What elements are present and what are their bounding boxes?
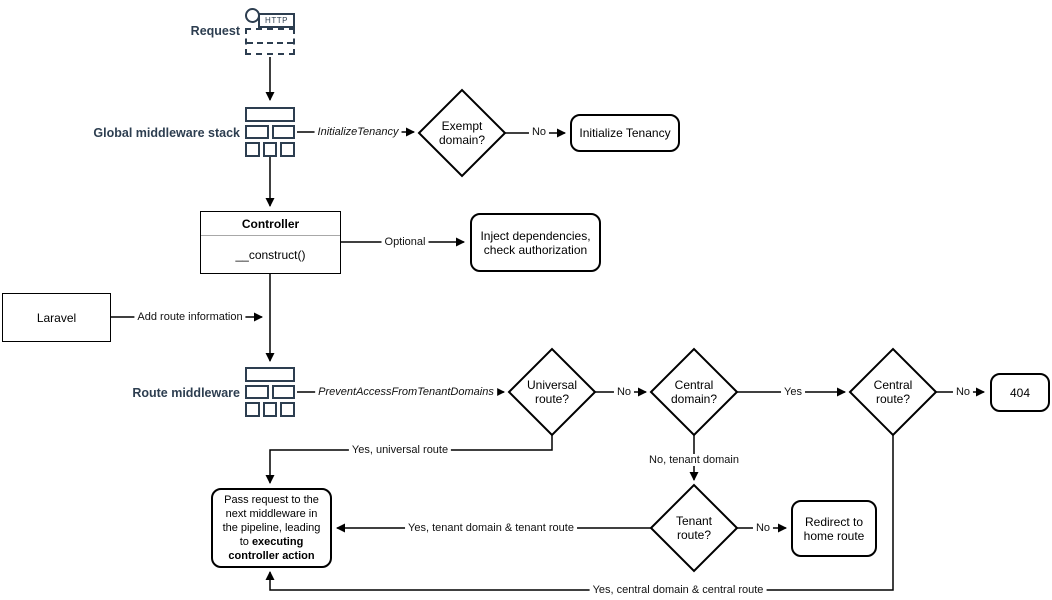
edge-label-tenant-yes: Yes, tenant domain & tenant route <box>405 522 577 534</box>
decision-universal-route-label: Universal route? <box>526 378 577 406</box>
pass-request-bold-text: executing controller action <box>228 536 315 562</box>
controller-node: Controller __construct() <box>200 211 341 274</box>
controller-title: Controller <box>201 212 340 236</box>
edge-label-central-domain-no: No, tenant domain <box>646 454 742 466</box>
edge-label-tenant-no: No <box>752 522 774 534</box>
decision-universal-route <box>507 347 597 437</box>
decision-tenant-route-label: Tenant route? <box>675 514 713 542</box>
pass-request-text: Pass request to the next middleware in t… <box>222 494 321 548</box>
edge-label-add-route-information: Add route information <box>134 311 246 323</box>
decision-central-domain <box>649 347 739 437</box>
stack-cell <box>271 384 295 400</box>
edge-universal-yes-to-pass <box>265 435 553 484</box>
http-request-icon: HTTP <box>245 8 295 56</box>
decision-central-route-label: Central route? <box>873 378 913 406</box>
edge-label-exempt-no: No <box>528 126 550 138</box>
edge-label-optional: Optional <box>381 236 429 248</box>
controller-method: __construct() <box>235 247 306 262</box>
request-http-badge: HTTP <box>258 13 295 28</box>
pass-request-node: Pass request to the next middleware in t… <box>211 488 332 568</box>
route-middleware-label: Route middleware <box>132 386 240 400</box>
edge-label-central-route-yes: Yes, central domain & central route <box>589 584 767 596</box>
redirect-home-node: Redirect to home route <box>791 500 877 557</box>
request-body-icon <box>245 28 295 55</box>
edge-label-initialize-tenancy: InitializeTenancy <box>314 126 402 138</box>
request-body-divider <box>247 41 293 44</box>
stack-cell <box>245 367 295 382</box>
stack-cell <box>262 142 278 158</box>
stack-cell <box>280 402 296 418</box>
edge-label-prevent-access: PreventAccessFromTenantDomains <box>315 386 497 398</box>
decision-central-route <box>848 347 938 437</box>
not-found-node: 404 <box>990 373 1050 412</box>
initialize-tenancy-node: Initialize Tenancy <box>570 114 680 152</box>
inject-dependencies-node: Inject dependencies, check authorization <box>470 213 601 272</box>
edge-label-central-route-no: No <box>952 386 974 398</box>
stack-cell <box>245 402 260 418</box>
stack-cell <box>262 402 278 418</box>
decision-exempt-domain <box>417 88 507 178</box>
stack-cell <box>245 107 295 122</box>
stack-cell <box>245 384 269 400</box>
laravel-node: Laravel <box>2 293 111 342</box>
edge-label-universal-no: No <box>613 386 635 398</box>
stack-cell <box>245 142 260 158</box>
middleware-stack-icon <box>245 367 296 418</box>
stack-cell <box>271 124 295 140</box>
global-middleware-stack-label: Global middleware stack <box>93 126 240 140</box>
stack-cell <box>280 142 296 158</box>
edge-central-route-yes-to-pass <box>265 435 894 591</box>
middleware-stack-icon <box>245 107 296 158</box>
edge-label-central-domain-yes: Yes <box>781 386 805 398</box>
request-label: Request <box>190 24 240 38</box>
decision-tenant-route <box>649 483 739 573</box>
decision-exempt-domain-label: Exempt domain? <box>438 119 486 147</box>
edge-label-universal-yes: Yes, universal route <box>348 444 452 456</box>
stack-cell <box>245 124 269 140</box>
decision-central-domain-label: Central domain? <box>670 378 718 406</box>
